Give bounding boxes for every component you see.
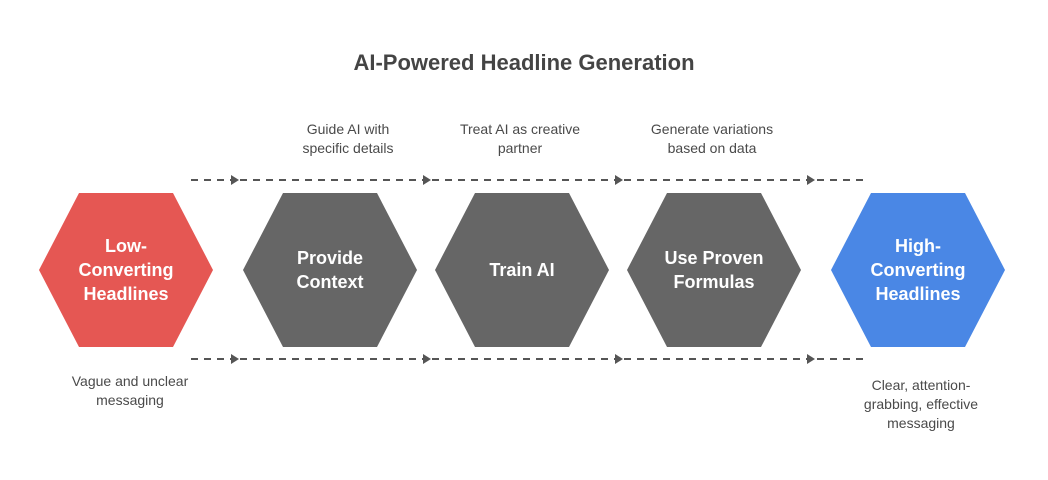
hexagon-label: High- Converting Headlines — [870, 236, 966, 304]
hexagon-shape — [831, 193, 1005, 347]
note-low-converting-headlines: Vague and unclear messaging — [71, 373, 189, 408]
hexagon-high-converting-headlines: High- Converting Headlines — [831, 193, 1005, 347]
hexagon-shape — [243, 193, 417, 347]
note-use-proven-formulas: Generate variations based on data — [650, 121, 774, 156]
note-high-converting-headlines: Clear, attention- grabbing, effective me… — [863, 377, 979, 431]
hexagon-use-proven-formulas: Use Proven Formulas — [627, 193, 801, 347]
hexagon-label: Low- Converting Headlines — [78, 236, 174, 304]
note-train-ai: Treat AI as creative partner — [459, 121, 581, 156]
hexagon-label: Train AI — [489, 260, 555, 280]
hexagon-shape — [39, 193, 213, 347]
hexagon-low-converting-headlines: Low- Converting Headlines — [39, 193, 213, 347]
hexagon-shape — [435, 193, 609, 347]
arrowhead-icon — [423, 175, 431, 185]
arrowhead-icon — [231, 175, 239, 185]
arrowhead-icon — [807, 354, 815, 364]
arrowhead-icon — [807, 175, 815, 185]
diagram-title: AI-Powered Headline Generation — [353, 50, 695, 75]
arrowhead-icon — [615, 354, 623, 364]
hexagon-label: Provide Context — [296, 248, 364, 292]
arrowhead-icon — [615, 175, 623, 185]
arrowhead-icon — [231, 354, 239, 364]
arrowhead-icon — [423, 354, 431, 364]
hexagon-provide-context: Provide Context — [243, 193, 417, 347]
note-provide-context: Guide AI with specific details — [302, 121, 394, 156]
hexagon-label: Use Proven Formulas — [664, 248, 764, 292]
hexagon-shape — [627, 193, 801, 347]
hexagon-train-ai: Train AI — [435, 193, 609, 347]
